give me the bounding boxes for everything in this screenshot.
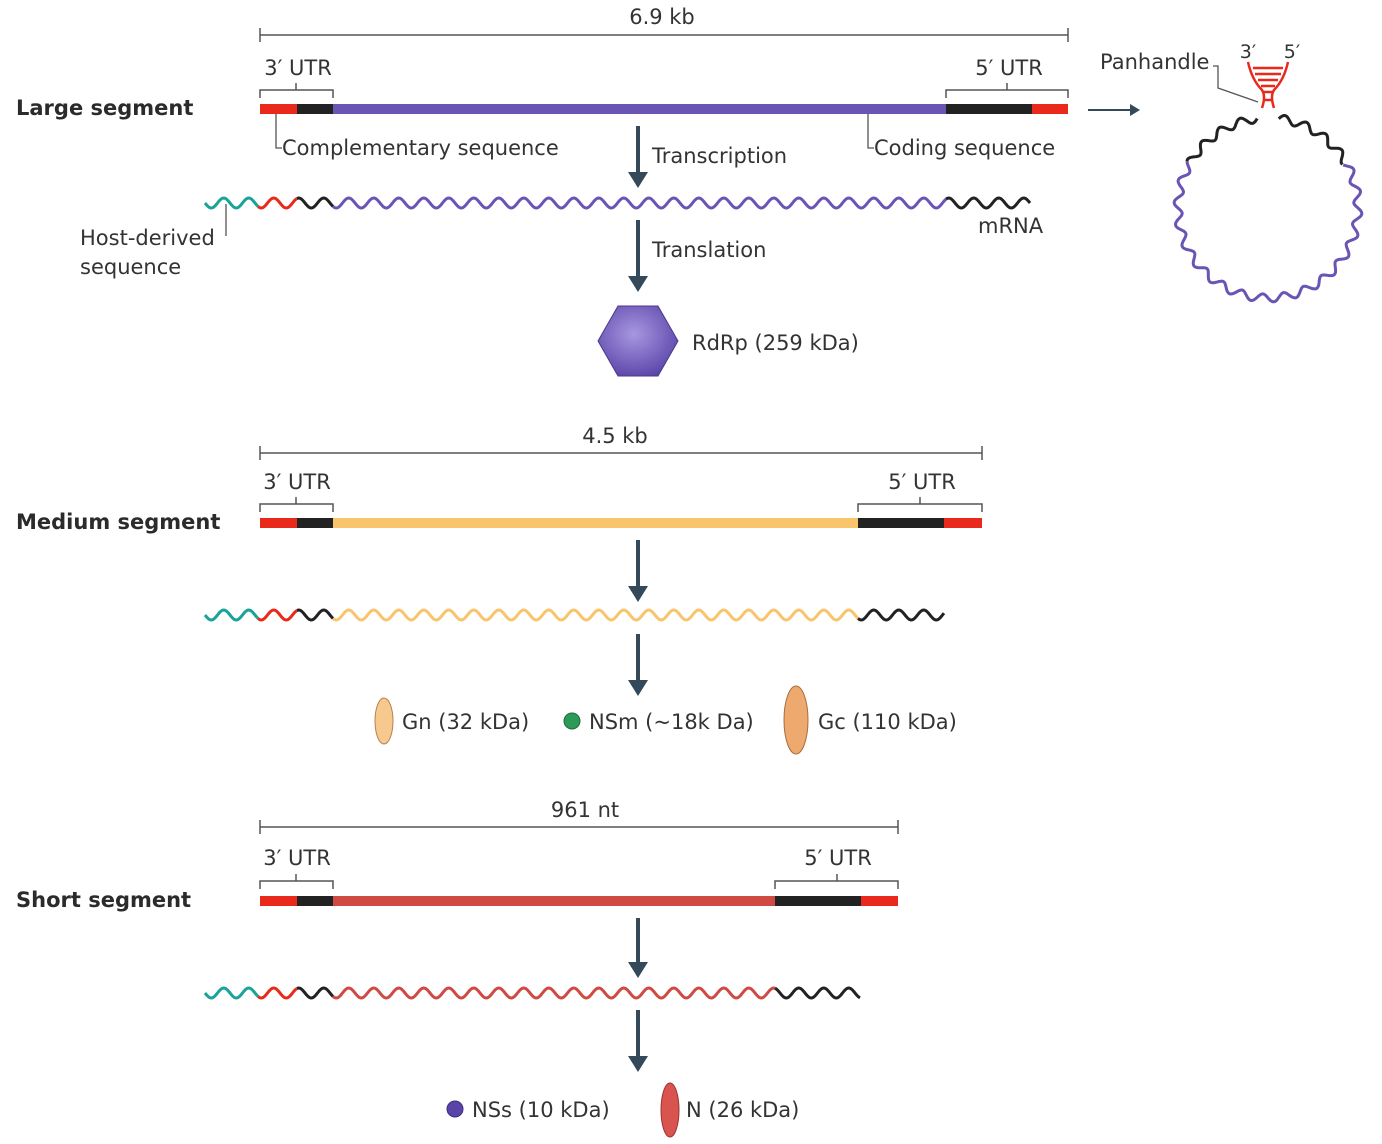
large-segment: 6.9 kb 3′ UTR 5′ UTR Large segment Compl… — [16, 5, 1364, 377]
rdrp-label: RdRp (259 kDa) — [692, 331, 859, 355]
n-protein-icon — [660, 1082, 680, 1138]
mrna-label: mRNA — [978, 214, 1044, 238]
panhandle-label: Panhandle — [1100, 50, 1209, 74]
large-mrna-host-part — [203, 196, 260, 210]
host-derived-label-line2: sequence — [80, 255, 181, 279]
large-mrna-utr-black-part — [296, 196, 335, 210]
complementary-callout-line — [275, 114, 282, 149]
short-segment-title: Short segment — [16, 888, 191, 912]
gc-label: Gc (110 kDa) — [818, 710, 957, 734]
short-mrna-utr5-part — [774, 986, 861, 1000]
large-utr5-bracket — [945, 83, 1069, 98]
large-length-bracket — [259, 28, 1069, 42]
medium-mrna-utr5-part — [857, 608, 946, 622]
circle-black-right — [1277, 114, 1345, 166]
translation-arrowhead — [628, 276, 648, 292]
short-transcription-arrowhead — [628, 962, 648, 978]
nss-label: NSs (10 kDa) — [472, 1098, 610, 1122]
medium-utr5-bracket — [857, 497, 983, 512]
transcription-label: Transcription — [651, 144, 787, 168]
panhandle-pointer-arrowhead — [1130, 104, 1140, 116]
complementary-sequence-label: Complementary sequence — [282, 136, 559, 160]
panhandle-callout-line — [1213, 65, 1259, 103]
large-utr5-label: 5′ UTR — [975, 56, 1043, 80]
gn-protein-icon — [374, 697, 394, 745]
medium-utr3-bracket — [259, 497, 334, 512]
short-translation-arrowhead — [628, 1056, 648, 1072]
rdrp-hexagon-icon — [597, 305, 679, 377]
medium-transcription-arrowhead — [628, 586, 648, 602]
n-label: N (26 kDa) — [686, 1098, 799, 1122]
nss-protein-icon — [446, 1100, 464, 1118]
medium-length-bracket — [259, 446, 983, 460]
large-genome-bar — [260, 104, 1068, 114]
short-length-bracket — [259, 820, 899, 834]
medium-length-label: 4.5 kb — [582, 424, 648, 448]
medium-utr3-label: 3′ UTR — [263, 470, 331, 494]
large-mrna-utr-red-part — [257, 196, 298, 210]
short-segment: 961 nt 3′ UTR 5′ UTR Short segment NSs (… — [16, 798, 899, 1138]
coding-sequence-label: Coding sequence — [874, 136, 1055, 160]
short-mrna — [203, 986, 861, 1000]
medium-mrna-utr-red-part — [257, 608, 298, 622]
coding-callout-line — [867, 114, 874, 149]
short-utr3-label: 3′ UTR — [263, 846, 331, 870]
short-utr3-bracket — [259, 874, 334, 889]
medium-mrna-utr-black-part — [296, 608, 335, 622]
panhandle-5prime-label: 5′ — [1284, 41, 1300, 63]
panhandle-circular-genome — [1172, 114, 1364, 304]
circle-black-left — [1185, 116, 1259, 162]
medium-utr5-label: 5′ UTR — [888, 470, 956, 494]
gc-protein-icon — [783, 685, 809, 755]
short-utr5-label: 5′ UTR — [804, 846, 872, 870]
short-length-label: 961 nt — [551, 798, 619, 822]
medium-mrna-host-part — [203, 608, 260, 622]
circle-purple — [1172, 161, 1364, 304]
nsm-label: NSm (~18k Da) — [589, 710, 754, 734]
short-mrna-utr-red-part — [257, 986, 298, 1000]
short-utr5-bracket — [774, 874, 899, 889]
medium-mrna-coding-part — [332, 608, 860, 622]
gn-label: Gn (32 kDa) — [402, 710, 529, 734]
large-mrna — [203, 196, 1032, 210]
large-utr3-label: 3′ UTR — [264, 56, 332, 80]
panhandle-stem-icon — [1246, 61, 1290, 109]
panhandle-3prime-label: 3′ — [1240, 41, 1256, 63]
short-mrna-utr-black-part — [296, 986, 335, 1000]
medium-translation-arrowhead — [628, 680, 648, 696]
large-length-label: 6.9 kb — [629, 5, 695, 29]
nsm-protein-icon — [563, 712, 581, 730]
short-genome-bar — [260, 896, 898, 906]
short-mrna-host-part — [203, 986, 260, 1000]
large-segment-title: Large segment — [16, 96, 193, 120]
large-mrna-utr5-part — [945, 196, 1032, 210]
host-derived-label-line1: Host-derived — [80, 226, 215, 250]
transcription-arrowhead — [628, 172, 648, 188]
medium-segment-title: Medium segment — [16, 510, 220, 534]
large-mrna-coding-part — [332, 196, 948, 210]
medium-mrna — [203, 608, 946, 622]
translation-label: Translation — [651, 238, 766, 262]
medium-genome-bar — [260, 518, 982, 528]
short-mrna-coding-part — [332, 986, 776, 1000]
medium-segment: 4.5 kb 3′ UTR 5′ UTR Medium segment Gn (… — [16, 424, 983, 755]
large-utr3-bracket — [259, 83, 334, 98]
